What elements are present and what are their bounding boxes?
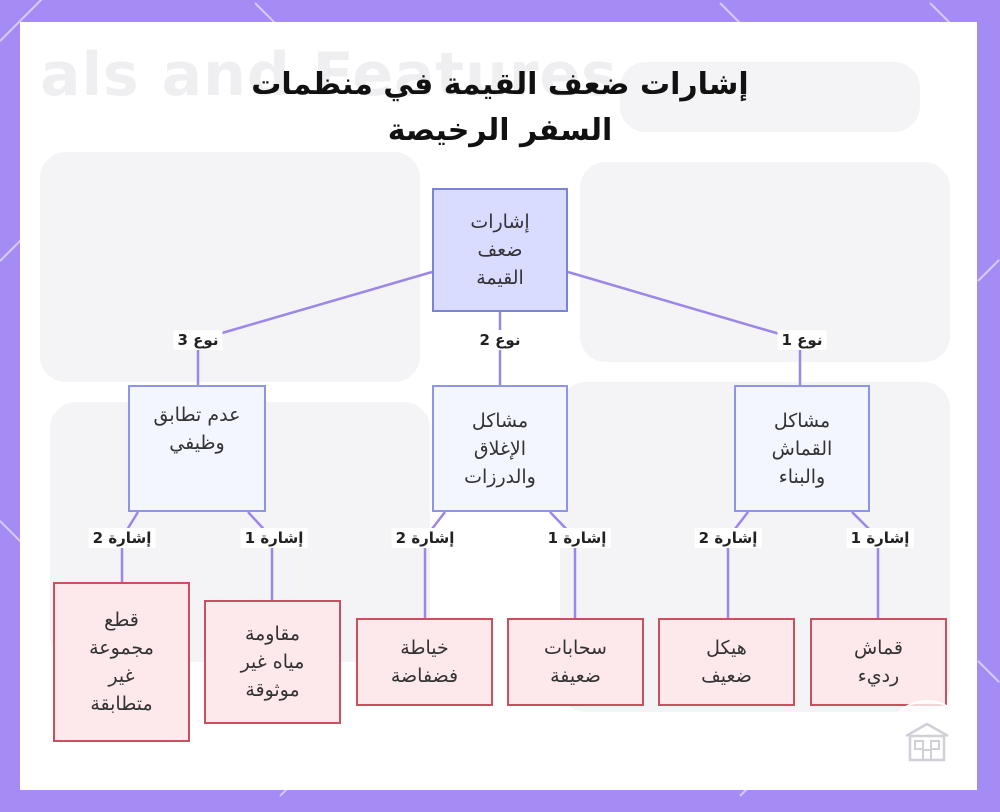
edge-label-type3-signal2: إشارة 2 bbox=[89, 528, 156, 548]
node-type2-signal2[interactable]: خياطة فضفاضة bbox=[356, 618, 493, 706]
node-type1[interactable]: مشاكل القماش والبناء bbox=[734, 385, 870, 512]
edge-label-type2: نوع 2 bbox=[476, 330, 525, 350]
node-type3-signal1[interactable]: مقاومة مياه غير موثوقة bbox=[204, 600, 341, 724]
logo-badge bbox=[885, 700, 969, 784]
edge-label-type3-signal1: إشارة 1 bbox=[241, 528, 308, 548]
node-type1-signal1[interactable]: قماش رديء bbox=[810, 618, 947, 706]
node-type1-signal2[interactable]: هيكل ضعيف bbox=[658, 618, 795, 706]
building-icon bbox=[902, 720, 952, 764]
edge-label-type1: نوع 1 bbox=[778, 330, 827, 350]
edge-label-type2-signal2: إشارة 2 bbox=[392, 528, 459, 548]
node-type2[interactable]: مشاكل الإغلاق والدرزات bbox=[432, 385, 568, 512]
edge-root-type1 bbox=[568, 272, 800, 340]
node-type2-signal1[interactable]: سحابات ضعيفة bbox=[507, 618, 644, 706]
edge-label-type1-signal2: إشارة 2 bbox=[695, 528, 762, 548]
edge-label-type1-signal1: إشارة 1 bbox=[847, 528, 914, 548]
node-type3-signal2[interactable]: قطع مجموعة غير متطابقة bbox=[53, 582, 190, 742]
edge-root-type3 bbox=[198, 272, 432, 340]
edge-label-type2-signal1: إشارة 1 bbox=[544, 528, 611, 548]
node-root[interactable]: إشارات ضعف القيمة bbox=[432, 188, 568, 312]
node-type3[interactable]: عدم تطابق وظيفي bbox=[128, 385, 266, 512]
edge-label-type3: نوع 3 bbox=[174, 330, 223, 350]
